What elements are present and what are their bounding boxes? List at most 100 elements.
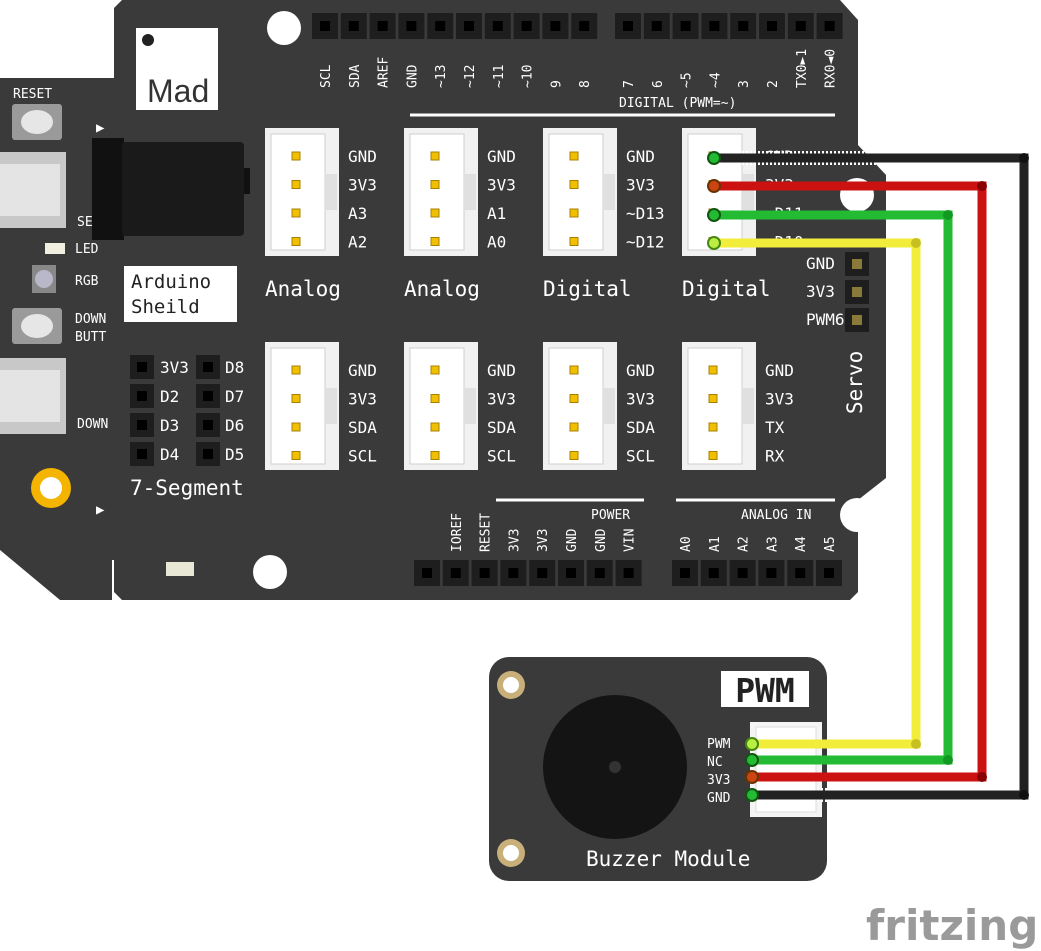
connector-pin-label: A0 (487, 233, 506, 252)
connector-pin-label: GND (348, 147, 377, 166)
connector-pin-label: 3V3 (626, 390, 655, 409)
green-wire[interactable] (714, 210, 953, 765)
header-pin-label: 3 (737, 80, 752, 88)
reset-button-cap[interactable] (21, 110, 53, 134)
mounting-hole (267, 11, 301, 45)
connector-pin (291, 151, 301, 161)
arduino-shield-label-box (124, 266, 237, 322)
down-label: DOWN (77, 417, 108, 432)
black-wire[interactable] (714, 153, 1029, 800)
rgb-label: RGB (75, 274, 99, 289)
header-pin-label: RESET (479, 513, 494, 552)
connector-pin (291, 180, 301, 189)
header-pin-label: TX0►1 (795, 49, 810, 88)
fritzing-watermark: fritzing (866, 901, 1038, 950)
arduino-label-line-1: Arduino (131, 271, 211, 293)
down-button-label-2: BUTT (75, 330, 106, 345)
header-pin-label: ~11 (492, 65, 507, 88)
connector-pin (291, 394, 301, 403)
header-pin-label: RX0◄0 (824, 49, 839, 88)
connector-pin-label: SCL (348, 447, 377, 466)
connector-pin-label: 3V3 (487, 176, 516, 195)
connector-pin (430, 208, 440, 218)
connector-pin (430, 451, 440, 460)
header-pin-label: A3 (765, 536, 780, 552)
down-button-label-1: DOWN (75, 312, 106, 327)
connector-pin (430, 422, 440, 432)
mounting-hole (253, 555, 287, 589)
mounting-hole (840, 498, 874, 532)
connector-pin (430, 237, 440, 246)
header-pin-label: ~4 (708, 72, 723, 88)
led-indicator (45, 243, 65, 254)
buzzer-pin-label: NC (707, 755, 723, 770)
connector-pin (708, 394, 718, 403)
connector-pin (569, 394, 579, 403)
header-pin-label: 2 (766, 80, 781, 88)
header-pin-label: IOREF (450, 513, 465, 552)
logo-text: Mad (147, 73, 209, 109)
led-label: LED (75, 242, 99, 257)
connector-pin (569, 422, 579, 432)
connector-pin (430, 151, 440, 161)
connector-pin-label: SCL (487, 447, 516, 466)
connector-pin-label: A1 (487, 204, 506, 223)
connector-pin (430, 365, 440, 375)
digital-header-label: DIGITAL (PWM=~) (619, 96, 736, 111)
connector-pin-label: GND (765, 361, 794, 380)
header-pin-label: SDA (348, 64, 363, 88)
buzzer-module-title: Buzzer Module (586, 847, 750, 871)
header-pin-label: A4 (794, 536, 809, 552)
arduino-label-line-2: Sheild (131, 296, 200, 318)
connector-pin (291, 365, 301, 375)
connector-pin (708, 451, 718, 460)
seg-pin-label: D8 (225, 358, 244, 377)
connector-pin-label: GND (626, 147, 655, 166)
connector-pin (569, 237, 579, 246)
connector-pin (569, 208, 579, 218)
connector-title: Digital (543, 277, 632, 301)
connector-pin (569, 365, 579, 375)
header-pin-label: ~5 (680, 72, 695, 88)
connector-pin-label: 3V3 (765, 390, 794, 409)
header-pin-label: ~13 (434, 65, 449, 88)
connector-pin-label: 3V3 (626, 176, 655, 195)
header-pin-label: 3V3 (536, 529, 551, 552)
buzzer-pin-label: PWM (707, 737, 731, 752)
connector-pin (291, 451, 301, 460)
header-pin-label: 7 (622, 80, 637, 88)
yellow-wire[interactable] (714, 238, 921, 749)
header-pin-label: A1 (708, 536, 723, 552)
buzzer-module: PWM PWM NC 3V3 GND Buzzer Module (489, 657, 827, 881)
header-pin-label: 3V3 (507, 529, 522, 552)
connector-pin (291, 422, 301, 432)
servo-label: Servo (843, 351, 867, 414)
reset-label: RESET (13, 87, 52, 102)
connector-pin (430, 180, 440, 189)
connector-pin-label: A2 (348, 233, 367, 252)
sel-label: SE (77, 215, 93, 230)
seven-segment-label: 7-Segment (130, 476, 244, 500)
wires (707, 151, 1031, 802)
pwm-badge-text: PWM (735, 671, 795, 710)
connector-title: Analog (265, 277, 341, 301)
header-pin-label: 6 (651, 80, 666, 88)
header-pin-label: A5 (823, 536, 838, 552)
connector-pin-label: SDA (626, 418, 655, 437)
red-wire[interactable] (714, 181, 987, 782)
seg-pin-label: D3 (160, 416, 179, 435)
seg-pin-label: D5 (225, 445, 244, 464)
seg-pin-label: D4 (160, 445, 179, 464)
